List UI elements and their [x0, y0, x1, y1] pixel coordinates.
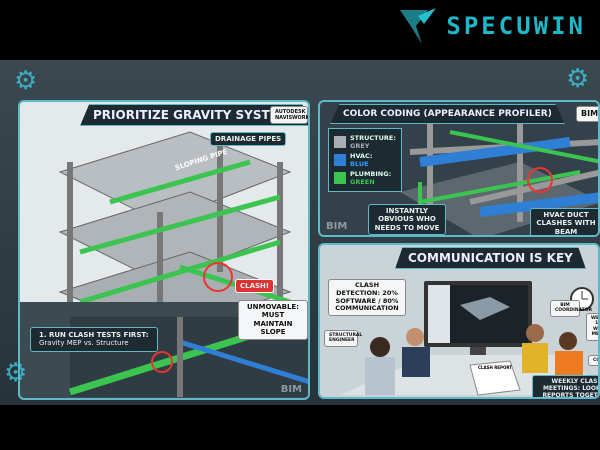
legend-value: GREY: [350, 142, 370, 150]
gear-icon: ⚙: [4, 358, 28, 388]
gravity-panel: PRIORITIZE GRAVITY SYSTEMS AUTODESK NAVI…: [18, 100, 310, 400]
meeting-illustration: [340, 281, 598, 396]
panel-title: COLOR CODING (APPEARANCE PROFILER): [330, 104, 565, 124]
panel-title: PRIORITIZE GRAVITY SYSTEMS: [80, 104, 308, 126]
meeting-time-label: WEDNESDAY 10 AM WEEKLY MEETING: [586, 313, 598, 341]
legend-hvac: HVAC:BLUE: [334, 152, 396, 168]
tip-line-1: 1. RUN CLASH TESTS FIRST:: [39, 331, 149, 339]
legend-value: BLUE: [350, 160, 369, 168]
infographic: ⚙ ⚙ ⚙ PRIORITIZE GRAVITY SYSTEMS AUTODES…: [0, 60, 600, 405]
legend-label: PLUMBING:: [350, 170, 392, 178]
navisworks-badge: AUTODESK NAVISWORKS: [270, 106, 308, 124]
brand-name: SPECUWIN: [446, 12, 586, 40]
logo-icon: [400, 8, 437, 44]
bim-watermark: BIM: [280, 384, 302, 395]
color-legend: STRUCTURE:GREY HVAC:BLUE PLUMBING:GREEN: [328, 128, 402, 192]
swatch: [334, 154, 346, 166]
legend-value: GREEN: [350, 178, 375, 186]
legend-plumbing: PLUMBING:GREEN: [334, 170, 396, 186]
gear-icon: ⚙: [14, 66, 38, 96]
clash-label: CLASH!: [235, 279, 275, 294]
bim-badge: BIM: [576, 106, 598, 122]
drainage-pipes-label: DRAINAGE PIPES: [210, 132, 287, 147]
bim-coordinator-label: BIM COORDINATOR: [550, 300, 592, 317]
legend-label: HVAC:: [350, 152, 373, 160]
legend-structure: STRUCTURE:GREY: [334, 134, 396, 150]
contractor-label: CONTRACTOR: [588, 355, 598, 367]
tip-line-2: Gravity MEP vs. Structure: [39, 339, 129, 348]
unmovable-note: UNMOVABLE: MUST MAINTAIN SLOPE: [238, 300, 308, 340]
swatch: [334, 172, 346, 184]
panel-title: COMMUNICATION IS KEY: [395, 247, 586, 269]
obvious-note: INSTANTLY OBVIOUS WHO NEEDS TO MOVE: [368, 204, 446, 235]
color-coding-panel: COLOR CODING (APPEARANCE PROFILER) BIM S…: [318, 100, 600, 237]
tip-box: 1. RUN CLASH TESTS FIRST: Gravity MEP vs…: [30, 327, 158, 352]
communication-panel: COMMUNICATION IS KEY CLASH DETECTION: 20…: [318, 243, 600, 399]
clash-report-title: CLASH REPORT: [478, 365, 512, 370]
detection-note: CLASH DETECTION: 20% SOFTWARE / 80% COMM…: [328, 279, 406, 317]
gear-icon: ⚙: [566, 64, 590, 94]
legend-label: STRUCTURE:: [350, 134, 396, 142]
weekly-meetings-note: WEEKLY CLASH MEETINGS: LOOK AT REPORTS T…: [532, 375, 598, 397]
bim-watermark: BIM: [326, 221, 348, 232]
swatch: [334, 136, 346, 148]
brand-logo: SPECUWIN: [398, 6, 586, 46]
structural-engineer-label: STRUCTURAL ENGINEER: [324, 330, 362, 347]
duct-clash-note: HVAC DUCT CLASHES WITH BEAM: [530, 208, 598, 235]
gravity-illustration: [20, 131, 308, 398]
